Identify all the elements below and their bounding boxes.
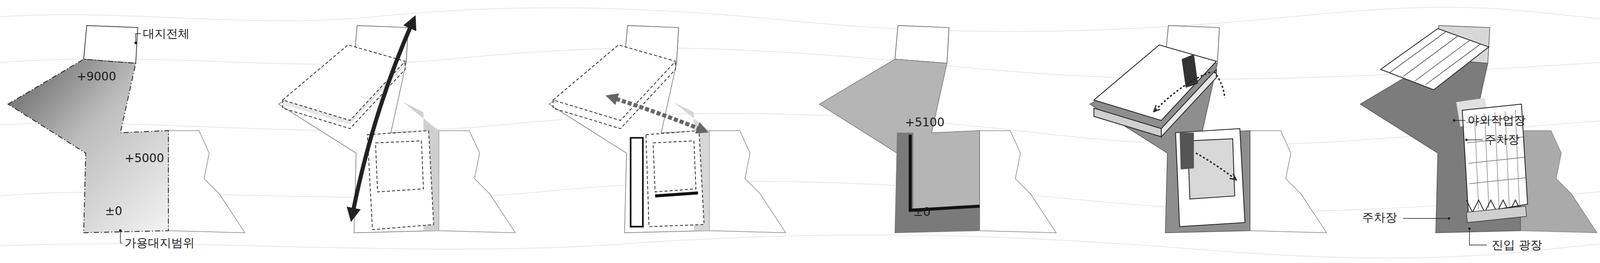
panel-levels [819, 25, 1057, 233]
area-label: 주차장 [1362, 211, 1398, 225]
site-label: 가용대지범위 [124, 236, 195, 250]
panel-site [8, 25, 245, 243]
panel-axis [278, 20, 516, 233]
site-label: 대지전체 [142, 27, 190, 41]
contour-lines [0, 7, 1600, 258]
area-label: 주차장 [1484, 133, 1520, 147]
panel-plan [1360, 25, 1598, 245]
level-mark: +5000 [124, 152, 165, 165]
panel-wall [549, 25, 786, 233]
panel-massing [1090, 25, 1327, 233]
level-mark: +9000 [76, 70, 117, 84]
area-label: 진입 광장 [1491, 238, 1543, 252]
level-mark: ±0 [913, 205, 931, 219]
area-label: 야외작업장 [1467, 114, 1526, 128]
level-mark: ±0 [105, 205, 123, 218]
level-mark: +5100 [905, 116, 945, 130]
